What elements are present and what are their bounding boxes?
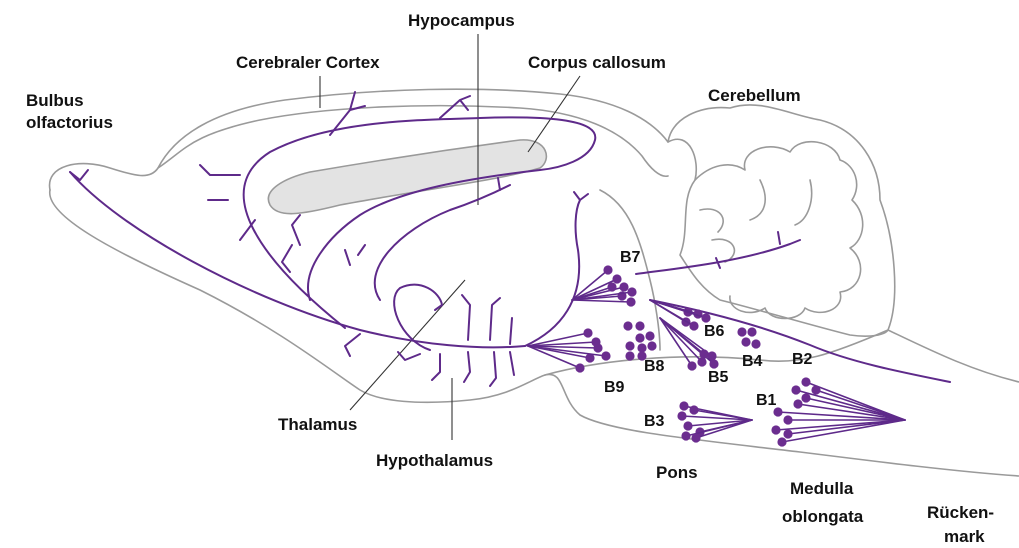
b7-neuron [612, 274, 621, 283]
b9-neuron [583, 328, 592, 337]
label-rueckenmark-line1: Rücken- [927, 503, 994, 522]
b1-projection [782, 420, 905, 442]
cluster-label-b1: B1 [756, 392, 777, 409]
cluster-label-b2: B2 [792, 351, 813, 368]
b4-neuron [751, 339, 760, 348]
b7-neuron [626, 297, 635, 306]
b3-neuron [691, 433, 700, 442]
label-rueckenmark-line2: mark [944, 527, 985, 546]
b4-neuron [737, 327, 746, 336]
b3-neuron [681, 431, 690, 440]
b8-neuron [625, 341, 634, 350]
label-cerebral-cortex: Cerebraler Cortex [236, 53, 380, 72]
label-thalamus: Thalamus [278, 415, 357, 434]
b5-neuron [697, 357, 706, 366]
b6-neuron [689, 321, 698, 330]
brainstem-ventral-outline [50, 190, 1019, 476]
b6-neuron [701, 313, 710, 322]
b7-neuron [607, 282, 616, 291]
label-hypothalamus: Hypothalamus [376, 451, 493, 470]
b8-neuron [647, 341, 656, 350]
cluster-label-b4: B4 [742, 353, 763, 370]
b4-neuron [741, 337, 750, 346]
b8-neuron [635, 321, 644, 330]
label-corpus-callosum: Corpus callosum [528, 53, 666, 72]
raphe-nuclei [528, 265, 905, 446]
cluster-label-b9: B9 [604, 379, 625, 396]
b8-neuron [645, 331, 654, 340]
olfactory-branch [70, 170, 88, 180]
leader-corpus-callosum [528, 76, 580, 152]
label-medulla-line2: oblongata [782, 507, 864, 526]
b2-neuron [811, 385, 820, 394]
b7-neuron [603, 265, 612, 274]
label-hippocampus: Hypocampus [408, 11, 515, 30]
b7-neuron [619, 282, 628, 291]
b2-neuron [793, 399, 802, 408]
b8-neuron [637, 343, 646, 352]
b5-neuron [709, 359, 718, 368]
serotonergic-fibers [70, 92, 950, 386]
b2-projection [796, 390, 905, 420]
cluster-label-b5: B5 [708, 369, 729, 386]
b9-neuron [601, 351, 610, 360]
label-medulla-line1: Medulla [790, 479, 854, 498]
b2-neuron [801, 377, 810, 386]
b7-neuron [627, 287, 636, 296]
b1-neuron [783, 429, 792, 438]
cerebellar-fiber [636, 232, 800, 274]
midbrain-ascending-fiber [525, 192, 588, 346]
cerebellum-inner-folia [700, 180, 812, 262]
b3-neuron [689, 405, 698, 414]
cluster-label-b8: B8 [644, 358, 665, 375]
label-bulbus-line1: Bulbus [26, 91, 84, 110]
cluster-label-b7: B7 [620, 249, 641, 266]
label-cerebellum: Cerebellum [708, 86, 801, 105]
thalamic-loop-fiber [394, 285, 442, 350]
b1-neuron [777, 437, 786, 446]
b3-neuron [679, 401, 688, 410]
label-pons: Pons [656, 463, 698, 482]
b6-projection [650, 300, 706, 318]
b8-neuron [623, 321, 632, 330]
b3-neuron [677, 411, 686, 420]
label-bulbus-line2: olfactorius [26, 113, 113, 132]
b8-neuron [635, 333, 644, 342]
structure-labels: Bulbus olfactorius Cerebraler Cortex Hyp… [26, 11, 994, 546]
b8-neuron [625, 351, 634, 360]
b1-neuron [783, 415, 792, 424]
b9-neuron [575, 363, 584, 372]
label-leaders [320, 34, 580, 440]
hypothalamic-branches [345, 295, 514, 386]
b5-neuron [687, 361, 696, 370]
b4-neuron [747, 327, 756, 336]
b2-neuron [801, 393, 810, 402]
corpus-callosum-shape [268, 140, 546, 214]
b5-neuron [699, 349, 708, 358]
brain-outer-outline [50, 89, 1019, 382]
b3-neuron [683, 421, 692, 430]
b1-neuron [771, 425, 780, 434]
b2-projection [798, 404, 905, 420]
b9-neuron [591, 337, 600, 346]
cluster-label-b3: B3 [644, 413, 665, 430]
b2-neuron [791, 385, 800, 394]
cluster-label-b6: B6 [704, 323, 725, 340]
